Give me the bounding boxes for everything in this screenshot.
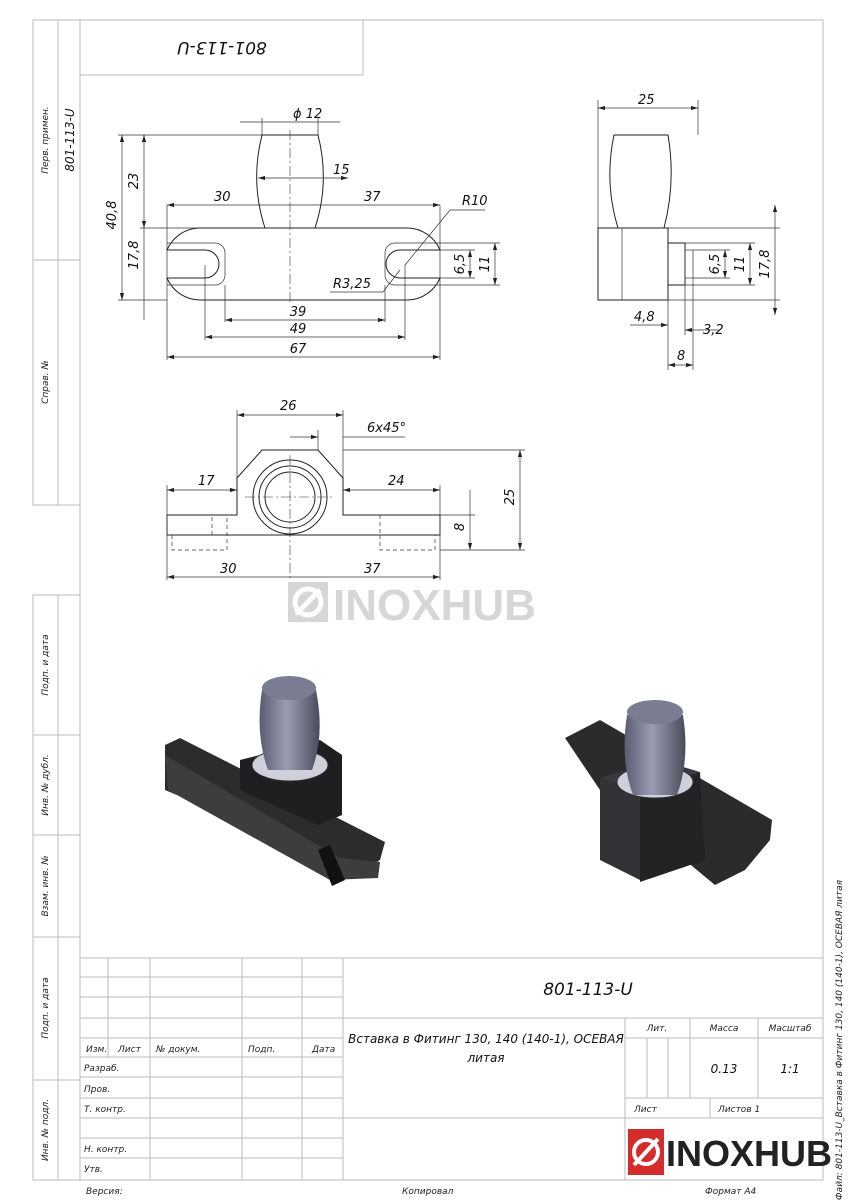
perv-primen-label: Перв. примен. <box>41 106 51 174</box>
designation: 801-113-U <box>543 980 633 1000</box>
sprav-label: Справ. № <box>41 360 51 404</box>
mirrored-designation: 801-113-U <box>177 37 267 57</box>
dim-11: 11 <box>478 256 493 273</box>
plan-dim-30: 30 <box>220 562 237 577</box>
podp-data-label-1: Подп. и дата <box>41 634 51 695</box>
dim-49: 49 <box>290 322 307 337</box>
lit-label: Лит. <box>646 1024 668 1034</box>
title-block <box>80 957 823 1180</box>
dim-37: 37 <box>364 190 381 205</box>
watermark: INOXHUB <box>288 581 536 630</box>
role-utv: Утв. <box>84 1165 103 1175</box>
dim-diameter-12: ϕ 12 <box>293 107 322 122</box>
scale-label: Масштаб <box>769 1024 812 1034</box>
isometric-view-right <box>565 700 772 885</box>
watermark-text: INOXHUB <box>333 581 536 630</box>
header-date: Дата <box>311 1045 335 1055</box>
side-dim-25: 25 <box>638 93 655 108</box>
perv-primen-value: 801-113-U <box>63 108 77 171</box>
header-podp: Подп. <box>248 1045 275 1055</box>
plan-dim-26: 26 <box>280 399 297 414</box>
podp-data-label-2: Подп. и дата <box>41 977 51 1038</box>
footer-copied: Копировал <box>402 1187 454 1197</box>
side-dim-3-2: 3,2 <box>703 323 724 338</box>
mass-value: 0.13 <box>711 1062 738 1076</box>
dim-39: 39 <box>290 305 307 320</box>
header-izm: Изм. <box>86 1045 107 1055</box>
scale-value: 1:1 <box>780 1062 799 1076</box>
side-dim-8: 8 <box>677 349 685 364</box>
footer-format: Формат A4 <box>705 1187 757 1197</box>
sheet-label: Лист <box>633 1105 658 1115</box>
sheet-frame <box>32 19 824 1181</box>
plan-dim-17: 17 <box>198 474 215 489</box>
inv-podl-label: Инв. № подл. <box>41 1099 51 1161</box>
mass-label: Масса <box>710 1024 739 1034</box>
side-view: 25 6,5 11 17,8 4,8 3,2 8 <box>597 93 780 370</box>
part-title-line2: литая <box>466 1051 504 1065</box>
header-list: Лист <box>117 1045 142 1055</box>
footer-version: Версия: <box>86 1187 123 1197</box>
dim-40-8: 40,8 <box>105 201 120 230</box>
role-n-kontr: Н. контр. <box>84 1145 127 1155</box>
side-dim-6-5: 6,5 <box>708 254 723 275</box>
dim-6-5: 6,5 <box>453 254 468 275</box>
plan-view: 26 6x45° 17 24 25 8 30 37 <box>166 399 525 580</box>
dim-23: 23 <box>127 173 142 190</box>
inoxhub-logo: INOXHUB <box>628 1129 832 1175</box>
plan-dim-25: 25 <box>503 489 518 506</box>
plan-dim-chamfer: 6x45° <box>367 421 406 436</box>
plan-dim-8: 8 <box>453 523 468 531</box>
front-view: ϕ 12 15 30 37 R10 R3,25 40,8 23 17,8 6,5… <box>105 107 500 360</box>
dim-r10: R10 <box>462 194 488 209</box>
header-doc-no: № докум. <box>155 1045 200 1055</box>
role-prov: Пров. <box>84 1085 110 1095</box>
plan-dim-24: 24 <box>388 474 405 489</box>
file-label: Файл: 801-113-U_Вставка в Фитинг 130, 14… <box>835 879 845 1200</box>
dim-17-8: 17,8 <box>127 241 142 270</box>
side-dim-11: 11 <box>733 256 748 273</box>
logo-text: INOXHUB <box>666 1133 832 1174</box>
role-t-kontr: Т. контр. <box>84 1105 126 1115</box>
vzam-inv-label: Взам. инв. № <box>41 855 51 916</box>
dim-15: 15 <box>333 163 350 178</box>
isometric-view-left <box>165 676 385 886</box>
plan-dim-37: 37 <box>364 562 381 577</box>
side-dim-4-8: 4,8 <box>634 310 655 325</box>
dim-30: 30 <box>214 190 231 205</box>
role-razrab: Разраб. <box>84 1064 119 1074</box>
sheets-label: Листов 1 <box>717 1105 760 1115</box>
side-dim-17-8: 17,8 <box>758 250 773 279</box>
dim-67: 67 <box>290 342 307 357</box>
dim-r3-25: R3,25 <box>333 277 371 292</box>
part-title: Вставка в Фитинг 130, 140 (140-1), ОСЕВА… <box>348 1032 624 1046</box>
inv-dubl-label: Инв. № дубл. <box>41 754 51 816</box>
